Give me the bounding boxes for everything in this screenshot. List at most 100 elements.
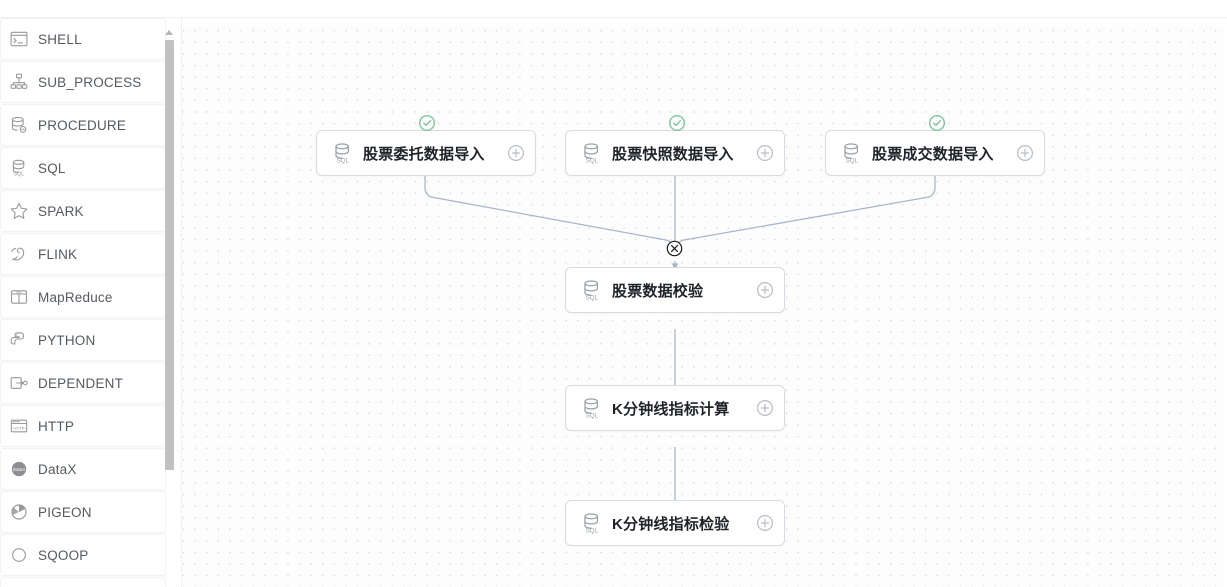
mapreduce-icon: MR — [6, 284, 32, 310]
workflow-node-n2[interactable]: SQL 股票快照数据导入 — [565, 130, 785, 176]
sidebar-item-separator — [0, 60, 166, 61]
sidebar-item-procedure[interactable]: PROCEDURE — [0, 104, 166, 146]
node-status-success-icon[interactable] — [928, 114, 946, 132]
sidebar-item-label: FLINK — [38, 246, 78, 262]
sidebar-item-conditions[interactable]: CONDITIONS — [0, 577, 166, 587]
sidebar-item-label: PROCEDURE — [38, 117, 127, 133]
sidebar-item-python[interactable]: PYTHON — [0, 319, 166, 361]
sidebar-item-http[interactable]: HTTP HTTP — [0, 405, 166, 447]
node-label: 股票委托数据导入 — [363, 145, 485, 163]
workflow-node-n1[interactable]: SQL 股票委托数据导入 — [316, 130, 536, 176]
sidebar-item-sub-process[interactable]: SUB_PROCESS — [0, 61, 166, 103]
right-gutter — [1225, 18, 1227, 587]
merge-point-close-icon[interactable] — [666, 240, 683, 257]
sidebar-item-datax[interactable]: DataX DataX — [0, 448, 166, 490]
node-status-success-icon[interactable] — [418, 114, 436, 132]
plus-circle-icon[interactable] — [507, 144, 525, 162]
sidebar-scrollbar-thumb[interactable] — [165, 40, 174, 470]
svg-text:SQL: SQL — [586, 294, 599, 301]
workflow-node-n6[interactable]: SQL K分钟线指标检验 — [565, 500, 785, 546]
spark-icon — [6, 198, 32, 224]
sidebar-item-separator — [0, 404, 166, 405]
sidebar-item-label: PYTHON — [38, 332, 96, 348]
node-label: 股票快照数据导入 — [612, 145, 734, 163]
sidebar-item-shell[interactable]: SHELL — [0, 18, 166, 60]
sidebar-item-label: PIGEON — [38, 504, 92, 520]
datax-icon: DataX — [6, 456, 32, 482]
sidebar-item-label: SPARK — [38, 203, 84, 219]
workflow-node-n5[interactable]: SQL K分钟线指标计算 — [565, 385, 785, 431]
svg-text:HTTP: HTTP — [13, 426, 24, 431]
sidebar-item-label: SUB_PROCESS — [38, 74, 142, 90]
sidebar-item-separator — [0, 447, 166, 448]
svg-text:SQL: SQL — [337, 157, 350, 164]
task-type-sidebar: SHELL SUB_PROCESS PROCEDURE SQL SQL SPARK FLIN… — [0, 18, 182, 587]
procedure-icon — [6, 112, 32, 138]
http-icon: HTTP — [6, 413, 32, 439]
python-icon — [6, 327, 32, 353]
sql-node-icon: SQL — [578, 140, 604, 166]
sidebar-item-separator — [0, 533, 166, 534]
svg-text:SQL: SQL — [586, 527, 599, 534]
sidebar-item-separator — [0, 275, 166, 276]
workflow-node-n3[interactable]: SQL 股票成交数据导入 — [825, 130, 1045, 176]
sub-process-icon — [6, 69, 32, 95]
svg-text:MR: MR — [16, 290, 22, 294]
sidebar-item-separator — [0, 232, 166, 233]
workflow-node-n4[interactable]: SQL 股票数据校验 — [565, 267, 785, 313]
plus-circle-icon[interactable] — [756, 399, 774, 417]
task-type-list: SHELL SUB_PROCESS PROCEDURE SQL SQL SPARK FLIN… — [0, 18, 166, 587]
flink-icon — [6, 241, 32, 267]
plus-circle-icon[interactable] — [756, 144, 774, 162]
sidebar-item-separator — [0, 318, 166, 319]
sidebar-scrollport: SHELL SUB_PROCESS PROCEDURE SQL SQL SPARK FLIN… — [0, 18, 166, 587]
sidebar-item-sql[interactable]: SQL SQL — [0, 147, 166, 189]
node-label: K分钟线指标检验 — [612, 515, 730, 533]
plus-circle-icon[interactable] — [1016, 144, 1034, 162]
svg-text:DataX: DataX — [13, 467, 26, 472]
sidebar-item-pigeon[interactable]: PIGEON — [0, 491, 166, 533]
sidebar-item-separator — [0, 189, 166, 190]
sidebar-item-label: SQL — [38, 160, 66, 176]
dependent-icon — [6, 370, 32, 396]
sql-node-icon: SQL — [838, 140, 864, 166]
sql-node-icon: SQL — [578, 510, 604, 536]
node-label: K分钟线指标计算 — [612, 400, 730, 418]
sidebar-item-label: HTTP — [38, 418, 75, 434]
sql-icon: SQL — [6, 155, 32, 181]
scroll-up-arrow-icon[interactable] — [165, 28, 174, 37]
sql-node-icon: SQL — [329, 140, 355, 166]
sidebar-divider — [181, 18, 182, 587]
canvas-top-fade — [182, 18, 1227, 26]
sidebar-item-sqoop[interactable]: SQOOP — [0, 534, 166, 576]
top-strip — [0, 0, 1227, 18]
workflow-canvas[interactable]: SQL 股票委托数据导入 SQL 股票快照数据导入 SQL 股票成交数据导入 SQL 股票数据… — [182, 18, 1227, 587]
sidebar-item-separator — [0, 576, 166, 577]
svg-text:SQL: SQL — [586, 412, 599, 419]
node-label: 股票成交数据导入 — [872, 145, 994, 163]
plus-circle-icon[interactable] — [756, 281, 774, 299]
sql-node-icon: SQL — [578, 277, 604, 303]
sidebar-item-label: SHELL — [38, 31, 82, 47]
sidebar-item-label: MapReduce — [38, 289, 113, 305]
svg-text:SQL: SQL — [586, 157, 599, 164]
sidebar-item-separator — [0, 146, 166, 147]
sidebar-item-spark[interactable]: SPARK — [0, 190, 166, 232]
sidebar-item-separator — [0, 490, 166, 491]
sidebar-item-flink[interactable]: FLINK — [0, 233, 166, 275]
svg-text:SQL: SQL — [13, 172, 24, 178]
sidebar-item-mapreduce[interactable]: MR MapReduce — [0, 276, 166, 318]
node-label: 股票数据校验 — [612, 282, 704, 300]
pigeon-icon — [6, 499, 32, 525]
plus-circle-icon[interactable] — [756, 514, 774, 532]
sidebar-item-separator — [0, 361, 166, 362]
sidebar-item-label: SQOOP — [38, 547, 89, 563]
node-status-success-icon[interactable] — [668, 114, 686, 132]
sidebar-item-dependent[interactable]: DEPENDENT — [0, 362, 166, 404]
shell-icon — [6, 26, 32, 52]
sidebar-item-separator — [0, 103, 166, 104]
sidebar-item-label: DEPENDENT — [38, 375, 124, 391]
sqoop-icon — [6, 542, 32, 568]
sidebar-item-label: DataX — [38, 461, 77, 477]
